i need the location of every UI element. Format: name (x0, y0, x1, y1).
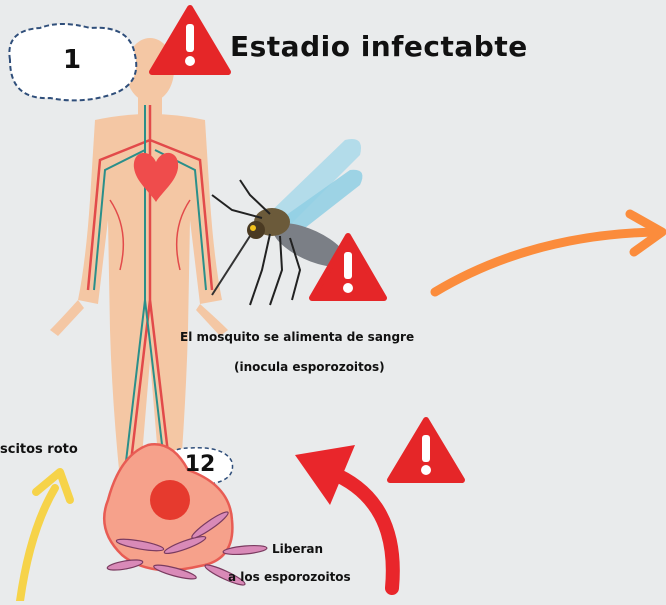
badge-number-12: 12 (170, 452, 230, 477)
warning-icon (152, 8, 228, 72)
warning-icon (390, 420, 462, 480)
badge-number-1: 1 (52, 45, 92, 75)
page-title: Estadio infectabte (230, 30, 528, 63)
mosquito-caption-line2: (inocula esporozoitos) (234, 360, 385, 374)
release-caption-line2: a los esporozoitos (228, 570, 351, 584)
curved-arrow-red (295, 445, 393, 588)
left-label: scitos roto (0, 442, 78, 457)
mosquito-caption-line1: El mosquito se alimenta de sangre (180, 330, 414, 344)
curved-arrow-yellow (20, 472, 70, 601)
release-caption-line1: Liberan (272, 542, 323, 556)
curved-arrow-orange (435, 214, 662, 292)
